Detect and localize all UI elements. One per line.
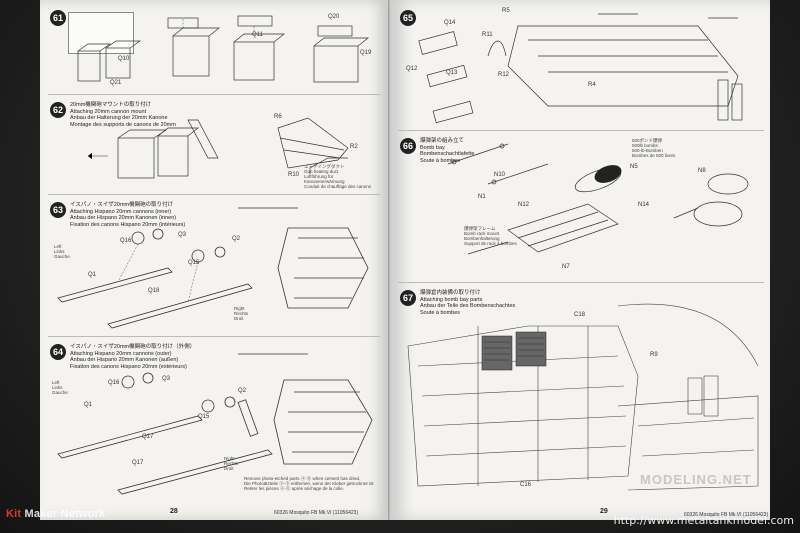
step-61-callout-box xyxy=(68,12,134,54)
step-67: 67 爆弾倉内装備の取り付け Attaching bomb bay parts … xyxy=(398,286,764,506)
step-61: 61 Q10 Q21 Q11 Q20 Q19 xyxy=(48,6,380,95)
label-n10: N10 xyxy=(494,172,506,178)
label-q2-inner: Q2 xyxy=(232,236,241,242)
book-gutter xyxy=(388,0,394,520)
manual-page-left: 61 Q10 Q21 Q11 Q20 Q19 62 20mm機関砲マウントの xyxy=(40,0,390,520)
step-61-number: 61 xyxy=(50,10,66,26)
step-67-title: 爆弾倉内装備の取り付け Attaching bomb bay parts Anb… xyxy=(420,290,516,316)
label-left-outer: Left Links Gauche xyxy=(52,380,68,395)
step-62-title: 20mm機関砲マウントの取り付け Attaching 20mm cannon m… xyxy=(70,102,176,128)
kitmaker-watermark-kit: Kit xyxy=(6,508,22,520)
label-q14: Q14 xyxy=(444,20,456,26)
step-64-number: 64 xyxy=(50,344,66,360)
label-r12: R12 xyxy=(498,72,510,78)
label-r10: R10 xyxy=(288,172,300,178)
step-61-drawing xyxy=(77,15,369,83)
label-500lb-bombs: 500ポンド爆弾 500lb bombs 500-lb-Bomben Bombe… xyxy=(632,138,676,158)
label-q15-inner: Q15 xyxy=(188,260,200,266)
label-c16: C16 xyxy=(520,482,532,488)
label-n14: N14 xyxy=(638,202,650,208)
label-r2: R2 xyxy=(350,144,358,150)
step-67-drawing xyxy=(407,303,759,491)
label-q3-outer: Q3 xyxy=(162,376,171,382)
label-n8: N8 xyxy=(698,168,706,174)
right-page-number: 29 xyxy=(600,508,608,515)
label-q20: Q20 xyxy=(328,14,340,20)
label-n7: N7 xyxy=(562,264,570,270)
label-r9: R9 xyxy=(650,352,658,358)
step-64-title: イスパノ・スイザ20mm機関砲の取り付け（外側） Attaching Hispa… xyxy=(70,344,196,370)
step-63-number: 63 xyxy=(50,202,66,218)
label-r5: R5 xyxy=(502,8,510,14)
step-65-number: 65 xyxy=(400,10,416,26)
label-r11: R11 xyxy=(482,32,493,38)
right-page-code: 60326 Mosquito FB Mk.VI (11056423) xyxy=(684,512,769,518)
step-64: 64 イスパノ・スイザ20mm機関砲の取り付け（外側） Attaching Hi… xyxy=(48,340,380,500)
step-62-number: 62 xyxy=(50,102,66,118)
step-62: 62 20mm機関砲マウントの取り付け Attaching 20mm canno… xyxy=(48,98,380,195)
label-q16-outer: Q16 xyxy=(108,380,120,386)
step-66-drawing xyxy=(447,143,749,255)
label-q1-outer: Q1 xyxy=(84,402,93,408)
label-q3-inner: Q3 xyxy=(178,232,187,238)
step-66-title: 爆弾架の組み立て Bomb bay Bombenschachtlafette S… xyxy=(420,138,475,164)
step-64-drawing xyxy=(57,353,373,495)
label-right-outer: Right Rechts Droit xyxy=(224,456,239,471)
step-65-drawing xyxy=(418,13,743,124)
left-page-code: 60326 Mosquito FB Mk.VI (11056423) xyxy=(274,510,359,516)
label-q16-inner: Q16 xyxy=(120,238,132,244)
step-67-number: 67 xyxy=(400,290,416,306)
label-n1: N1 xyxy=(478,194,486,200)
label-q15-outer: Q15 xyxy=(198,414,210,420)
label-q11: Q11 xyxy=(252,32,263,38)
left-page-number: 28 xyxy=(170,508,178,515)
step-62-drawing xyxy=(87,117,349,179)
step-63: 63 イスパノ・スイザ20mm機関砲の取り付け Attaching Hispan… xyxy=(48,198,380,337)
label-q21: Q21 xyxy=(110,80,122,86)
photo-etched-note: Remove photo-etched parts ⓐ-ⓑ when cemen… xyxy=(244,476,375,491)
label-gun-heating-duct: エーテイングダクト Gun heating duct Luftführung f… xyxy=(304,164,371,189)
label-right-inner: Right Rechts Droit xyxy=(234,306,249,321)
label-q12: Q12 xyxy=(406,66,418,72)
label-r6: R6 xyxy=(274,114,282,120)
label-q17-outer-b: Q17 xyxy=(132,460,144,466)
kitmaker-watermark: Kit Maker Network xyxy=(6,508,105,520)
step-66: 66 爆弾架の組み立て Bomb bay Bombenschachtlafett… xyxy=(398,134,764,283)
label-q1-inner: Q1 xyxy=(88,272,97,278)
label-c18: C18 xyxy=(574,312,586,318)
label-q13: Q13 xyxy=(446,70,458,76)
step-63-drawing xyxy=(57,207,369,329)
label-q18-inner: Q18 xyxy=(148,288,160,294)
label-r4: R4 xyxy=(588,82,596,88)
modeling-watermark: MODELING.NET xyxy=(640,472,752,487)
label-n5: N5 xyxy=(630,164,638,170)
label-q10: Q10 xyxy=(118,56,130,62)
manual-page-right: 65 Q14 Q12 Q13 R11 R12 R5 R4 66 爆弾架の組み立て… xyxy=(392,0,770,520)
label-q19: Q19 xyxy=(360,50,372,56)
site-watermark: http://www.metaltankmodel.com xyxy=(613,514,794,527)
step-65: 65 Q14 Q12 Q13 R11 R12 R5 R4 xyxy=(398,6,764,131)
step-63-title: イスパノ・スイザ20mm機関砲の取り付け Attaching Hispano 2… xyxy=(70,202,186,228)
label-left-inner: Left Links Gauche xyxy=(54,244,70,259)
label-bomb-rack-mount: 爆弾架フレーム Bomb rack mount Bombenhalterung … xyxy=(464,226,517,246)
kitmaker-watermark-rest: Maker Network xyxy=(21,508,106,520)
label-q2-outer: Q2 xyxy=(238,388,247,394)
label-q17-outer-a: Q17 xyxy=(142,434,154,440)
label-n12: N12 xyxy=(518,202,530,208)
step-66-number: 66 xyxy=(400,138,416,154)
